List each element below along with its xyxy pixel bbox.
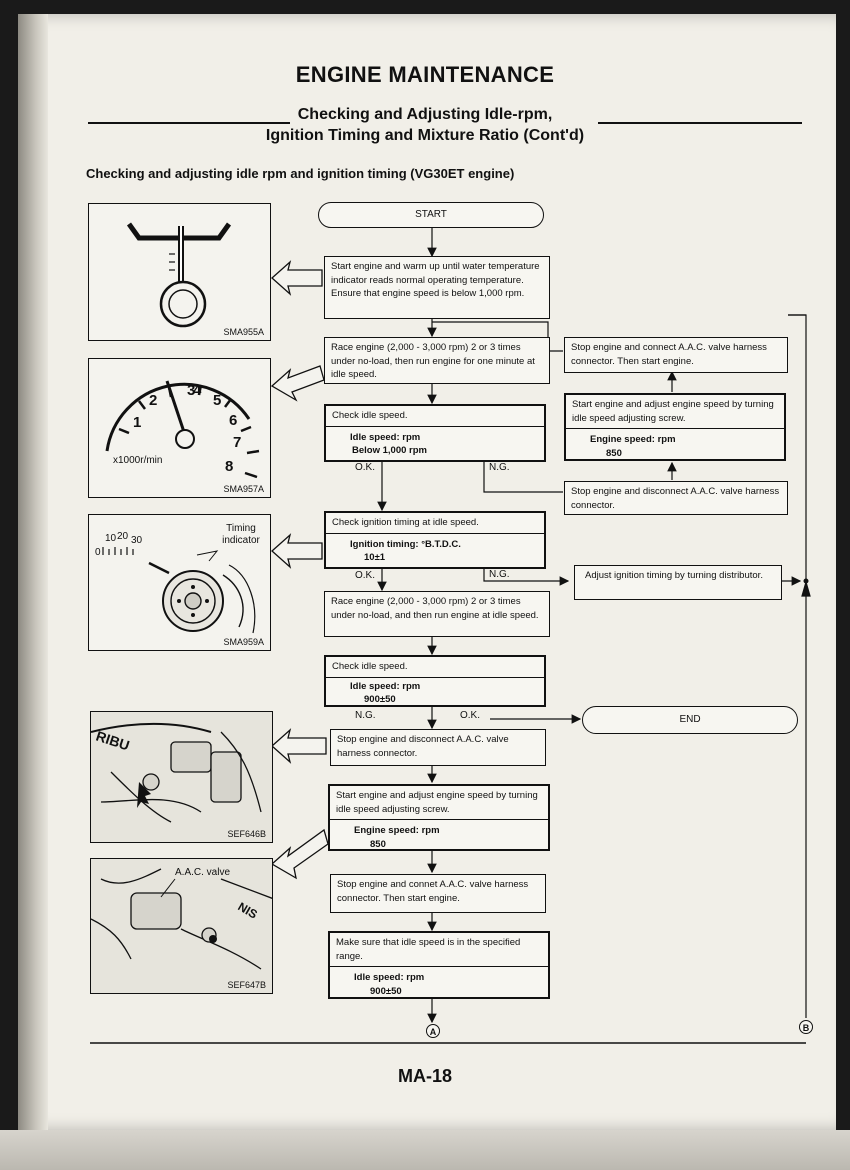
timing-scale-10: 10 bbox=[105, 533, 117, 544]
spec-label: Idle speed: rpm bbox=[350, 680, 421, 692]
ok-label-2: O.K. bbox=[355, 570, 376, 581]
page-title: ENGINE MAINTENANCE bbox=[295, 62, 555, 87]
right-stop-connect-step: Stop engine and connect A.A.C. valve har… bbox=[564, 337, 788, 373]
figure-timing-mark: 10 20 30 0 Timing indicator SMA959A bbox=[88, 514, 271, 651]
spec-value: 900±50 bbox=[364, 694, 396, 705]
check-ignition-timing-spec: Ignition timing: °B.T.D.C. 10±1 bbox=[326, 534, 544, 568]
subtitle-rule-left bbox=[88, 122, 290, 124]
aac-valve-label: A.A.C. valve bbox=[175, 867, 231, 878]
spec-value: 10±1 bbox=[364, 552, 386, 563]
spec-label: Ignition timing: °B.T.D.C. bbox=[350, 538, 461, 550]
spec-label: Engine speed: rpm bbox=[590, 434, 676, 445]
check-idle-speed-2-spec: Idle speed: rpm 900±50 bbox=[326, 678, 544, 710]
check-idle-speed-2: Check idle speed. Idle speed: rpm 900±50 bbox=[324, 655, 546, 707]
aac-valve-illustration: NIS bbox=[91, 859, 272, 993]
right-adjust-step-spec: Engine speed: rpm 850 bbox=[566, 429, 784, 463]
tachometer-illustration: 1 2 3 4 5 6 7 8 x1000r/min bbox=[105, 380, 260, 479]
end-terminal: END bbox=[582, 706, 798, 734]
check-idle-speed-1-spec: Idle speed: rpm Below 1,000 rpm bbox=[326, 427, 544, 461]
figure-5-caption: SEF647B bbox=[227, 980, 266, 990]
tach-number-8: 8 bbox=[225, 458, 233, 475]
tach-number-6: 6 bbox=[229, 412, 237, 429]
figure-aac-connector: RIBU SEF646B bbox=[90, 711, 273, 843]
connector-a: A bbox=[426, 1024, 440, 1038]
figure-temperature-gauge: SMA955A bbox=[88, 203, 271, 341]
check-ignition-timing-title: Check ignition timing at idle speed. bbox=[326, 513, 544, 534]
stop-disconnect-step: Stop engine and disconnect A.A.C. valve … bbox=[330, 729, 546, 766]
timing-scale-0: 0 bbox=[95, 547, 101, 558]
spec-label: Idle speed: rpm bbox=[354, 972, 425, 983]
figure-3-caption: SMA959A bbox=[223, 637, 264, 647]
figure-4-caption: SEF646B bbox=[227, 829, 266, 839]
figure-1-caption: SMA955A bbox=[223, 327, 264, 337]
page-binding-shadow bbox=[18, 14, 48, 1130]
table-surface bbox=[0, 1130, 850, 1170]
make-sure-step-title: Make sure that idle speed is in the spec… bbox=[330, 933, 548, 967]
spec-value: 900±50 bbox=[370, 985, 402, 997]
ng-label-1: N.G. bbox=[489, 462, 510, 473]
subtitle-rule-right bbox=[598, 122, 802, 124]
start-terminal: START bbox=[318, 202, 544, 228]
check-idle-speed-1: Check idle speed. Idle speed: rpm Below … bbox=[324, 404, 546, 462]
tach-number-7: 7 bbox=[233, 434, 241, 451]
adjust-idle-step-spec: Engine speed: rpm 850 bbox=[330, 820, 548, 854]
figure-tachometer: 1 2 3 4 5 6 7 8 x1000r/min SMA957A bbox=[88, 358, 271, 498]
connector-b: B bbox=[799, 1020, 813, 1034]
check-idle-speed-2-title: Check idle speed. bbox=[326, 657, 544, 678]
spec-label: Idle speed: rpm bbox=[350, 431, 421, 443]
race-engine-step-2: Race engine (2,000 - 3,000 rpm) 2 or 3 t… bbox=[324, 591, 550, 637]
warm-up-step: Start engine and warm up until water tem… bbox=[324, 256, 550, 319]
tach-number-2: 2 bbox=[149, 392, 157, 409]
page-number: MA-18 bbox=[397, 1066, 452, 1086]
adjust-idle-step: Start engine and adjust engine speed by … bbox=[328, 784, 550, 851]
tach-number-5: 5 bbox=[213, 392, 221, 409]
timing-indicator-label: Timing indicator bbox=[222, 523, 260, 546]
section-heading: Checking and adjusting idle rpm and igni… bbox=[86, 166, 515, 181]
adjust-idle-step-title: Start engine and adjust engine speed by … bbox=[330, 786, 548, 820]
figure-2-caption: SMA957A bbox=[223, 484, 264, 494]
check-ignition-timing: Check ignition timing at idle speed. Ign… bbox=[324, 511, 546, 569]
timing-scale-20: 20 bbox=[117, 531, 129, 542]
ok-label-1: O.K. bbox=[355, 462, 376, 473]
tach-unit-label: x1000r/min bbox=[113, 455, 162, 466]
tach-number-3: 3 bbox=[187, 382, 195, 399]
adjust-timing-step: Adjust ignition timing by turning distri… bbox=[574, 565, 782, 600]
right-stop-disconnect-step: Stop engine and disconnect A.A.C. valve … bbox=[564, 481, 788, 515]
timing-scale-30: 30 bbox=[131, 535, 143, 546]
spec-value: Below 1,000 rpm bbox=[352, 445, 427, 456]
make-sure-step: Make sure that idle speed is in the spec… bbox=[328, 931, 550, 999]
timing-mark-illustration: 10 20 30 0 bbox=[95, 531, 256, 634]
right-adjust-step: Start engine and adjust engine speed by … bbox=[564, 393, 786, 461]
make-sure-step-spec: Idle speed: rpm 900±50 bbox=[330, 967, 548, 1001]
spec-value: 850 bbox=[370, 838, 386, 850]
right-adjust-step-title: Start engine and adjust engine speed by … bbox=[566, 395, 784, 429]
ng-label-3: N.G. bbox=[355, 710, 376, 721]
spec-value: 850 bbox=[606, 447, 622, 459]
ok-label-3: O.K. bbox=[460, 710, 481, 721]
subtitle-line1: Checking and Adjusting Idle-rpm, bbox=[297, 106, 553, 123]
ng-label-2: N.G. bbox=[489, 569, 510, 580]
engine-bay-illustration: RIBU bbox=[91, 712, 272, 842]
tach-number-1: 1 bbox=[133, 414, 141, 431]
race-engine-step-1: Race engine (2,000 - 3,000 rpm) 2 or 3 t… bbox=[324, 337, 550, 384]
stop-connect-step: Stop engine and connet A.A.C. valve harn… bbox=[330, 874, 546, 913]
spec-label: Engine speed: rpm bbox=[354, 825, 440, 836]
subtitle-line2: Ignition Timing and Mixture Ratio (Cont'… bbox=[265, 127, 585, 144]
check-idle-speed-1-title: Check idle speed. bbox=[326, 406, 544, 427]
temperature-gauge-illustration bbox=[126, 222, 232, 328]
figure-aac-valve: NIS A.A.C. valve SEF647B bbox=[90, 858, 273, 994]
tach-number-4: 4 bbox=[193, 382, 202, 399]
